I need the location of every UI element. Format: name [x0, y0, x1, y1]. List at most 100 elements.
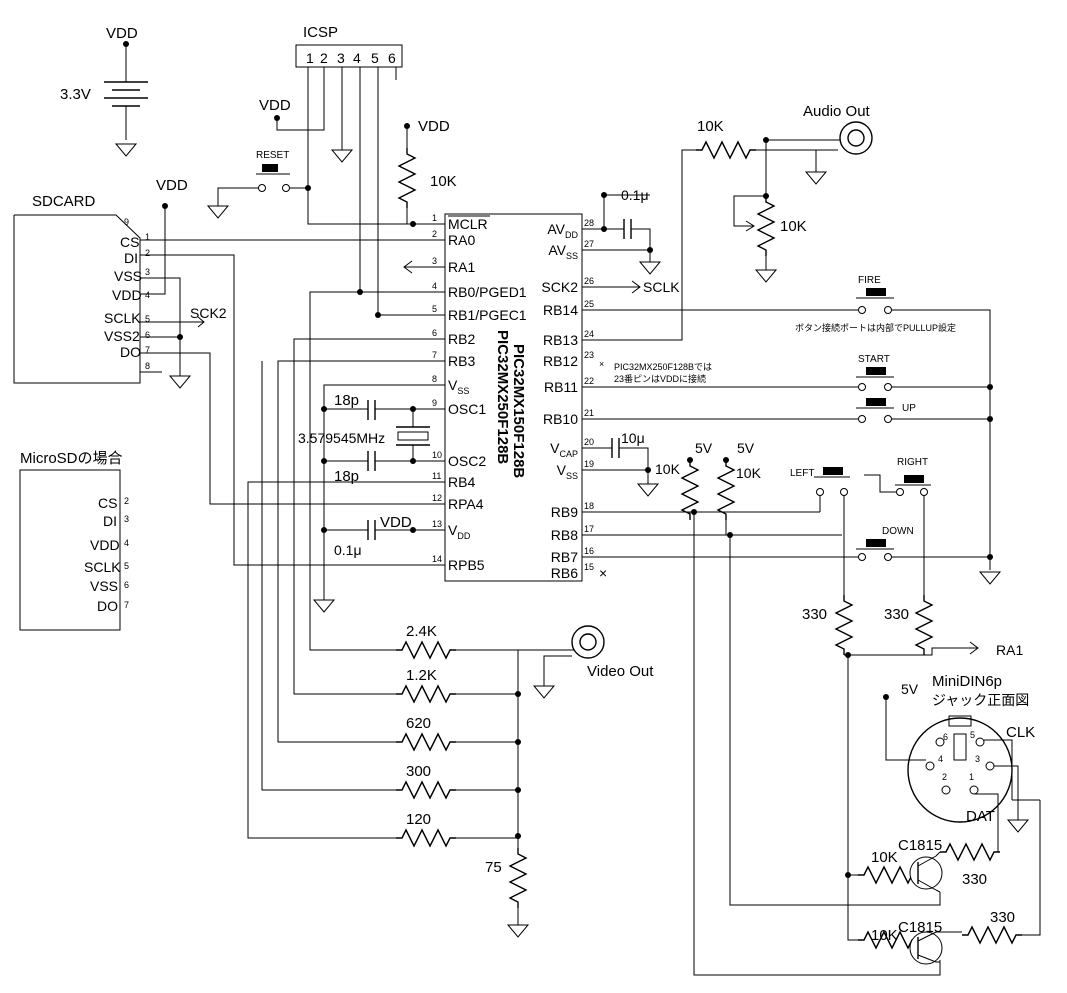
cap-18p-1: 18p: [334, 392, 359, 409]
mcu-pin-number: 11: [432, 471, 441, 481]
minidin-jack: MiniDIN6p ジャック正面図 1 2 3 4 5 6: [907, 673, 1029, 823]
transistor-2-label: C1815: [898, 919, 942, 936]
right-button: RIGHT: [895, 457, 931, 496]
mcu-pin-number: 28: [584, 218, 594, 228]
sdcard-socket: SDCARD 9 CS 1 DI 2 VSS 3 VDD 4 SCLK 5 VS…: [13, 193, 162, 384]
mcu-pin-number: 10: [432, 450, 442, 460]
res-330-left: 330: [802, 606, 827, 623]
icsp-connector: ICSP 1 2 3 4 5 6: [295, 24, 403, 80]
dac-resistor-value: 120: [406, 811, 431, 828]
mcu-pin-name: MCLR: [448, 216, 488, 232]
mcu-pin-name: RB4: [448, 474, 475, 490]
mcu-pin-number: 21: [584, 408, 594, 418]
svg-text:VDD: VDD: [90, 537, 120, 553]
v5-label: 5V: [737, 440, 755, 456]
svg-text:VSS: VSS: [114, 268, 142, 284]
mcu-pin-name: RB8: [551, 527, 578, 543]
mcu-pin-number: 8: [432, 374, 437, 384]
mcu-pin-name: RB1/PGEC1: [448, 307, 527, 323]
transistor-q1: C1815 10K: [857, 837, 943, 893]
cap-01u-vdd: 0.1μ: [334, 542, 362, 558]
down-button: DOWN: [856, 526, 914, 561]
audio-jack: Audio Out: [803, 103, 873, 155]
svg-text:6: 6: [145, 330, 150, 340]
dac-resistor: [395, 829, 457, 847]
mcu-pin-number: 22: [584, 376, 594, 386]
clk-label: CLK: [1006, 724, 1035, 741]
svg-text:3: 3: [124, 514, 129, 524]
dac-resistor: [395, 733, 457, 751]
svg-text:VSS2: VSS2: [104, 328, 140, 344]
svg-text:5: 5: [124, 561, 129, 571]
mcu-pin-name: RB14: [543, 302, 578, 318]
mcu-pin-number: 12: [432, 493, 442, 503]
svg-text:VDD: VDD: [112, 287, 142, 303]
mcu-pin-number: 1: [432, 213, 437, 223]
svg-text:3: 3: [337, 50, 345, 66]
pullup-rb9: 10K: [655, 461, 681, 477]
dac-resistor-value: 2.4K: [406, 623, 437, 640]
dac-resistor: [395, 685, 457, 703]
svg-text:×: ×: [599, 359, 604, 369]
pullup-value: 10K: [430, 173, 457, 190]
mcu-pin-name: RB9: [551, 504, 578, 520]
svg-text:2: 2: [320, 50, 328, 66]
mcu-pin-number: 5: [432, 304, 437, 314]
mcu-pin-number: 2: [432, 229, 437, 239]
v5-label: 5V: [901, 681, 919, 697]
svg-text:7: 7: [124, 600, 129, 610]
svg-text:2: 2: [124, 496, 129, 506]
svg-text:DO: DO: [120, 344, 141, 360]
svg-text:4: 4: [145, 290, 150, 300]
mcu-pin-name: RB3: [448, 353, 475, 369]
svg-text:CS: CS: [98, 495, 117, 511]
svg-text:3: 3: [975, 754, 980, 764]
vdd-label: VDD: [106, 25, 138, 42]
mcu-pin-number: 24: [584, 329, 594, 339]
mcu-pin-name: RA0: [448, 232, 475, 248]
mcu-pin-number: 25: [584, 299, 594, 309]
svg-text:5: 5: [371, 50, 379, 66]
mcu-pin-name: RB7: [551, 549, 578, 565]
mcu-pin-number: 14: [432, 554, 442, 564]
svg-text:4: 4: [938, 754, 943, 764]
mcu-pin-number: 16: [584, 546, 594, 556]
mcu-pin-name: RB13: [543, 332, 578, 348]
mcu-pin-number: 4: [432, 281, 437, 291]
mcu-pin-name: RB6: [551, 565, 578, 581]
svg-text:DI: DI: [103, 513, 117, 529]
cap-10u: 10μ: [621, 430, 645, 446]
dac-resistor: [395, 781, 457, 799]
svg-text:DO: DO: [97, 598, 118, 614]
transistor-1-label: C1815: [898, 837, 942, 854]
vdd-label: VDD: [418, 118, 450, 135]
left-label: LEFT: [790, 468, 814, 479]
svg-text:2: 2: [145, 248, 150, 258]
crystal-freq: 3.579545MHz: [298, 430, 385, 446]
mcu-pin-name: RA1: [448, 259, 475, 275]
sdcard-title: SDCARD: [32, 193, 96, 210]
mcu-pin-name: RB10: [543, 411, 578, 427]
mcu-pin-number: 6: [432, 328, 437, 338]
mcu-pin-number: 13: [432, 519, 442, 529]
base-res-1: 10K: [871, 849, 898, 866]
down-label: DOWN: [882, 526, 914, 537]
mcu-pin-number: 3: [432, 256, 437, 266]
mcu-pin-name: RB2: [448, 331, 475, 347]
svg-text:SCLK: SCLK: [84, 559, 121, 575]
svg-text:1: 1: [969, 772, 974, 782]
microsd-title: MicroSDの場合: [20, 450, 123, 467]
pin23-note-2: 23番ピンはVDDに接続: [614, 373, 706, 384]
mcu-pin-name: RB11: [544, 379, 578, 395]
mcu-pin-number: 18: [584, 501, 594, 511]
mcu-pin-name: OSC1: [448, 401, 486, 417]
pot-value: 10K: [780, 218, 807, 235]
audio-out-label: Audio Out: [803, 103, 871, 120]
mcu-pin-name: VCAP: [550, 440, 578, 459]
svg-text:6: 6: [124, 580, 129, 590]
svg-text:4: 4: [353, 50, 361, 66]
svg-text:1: 1: [145, 232, 150, 242]
